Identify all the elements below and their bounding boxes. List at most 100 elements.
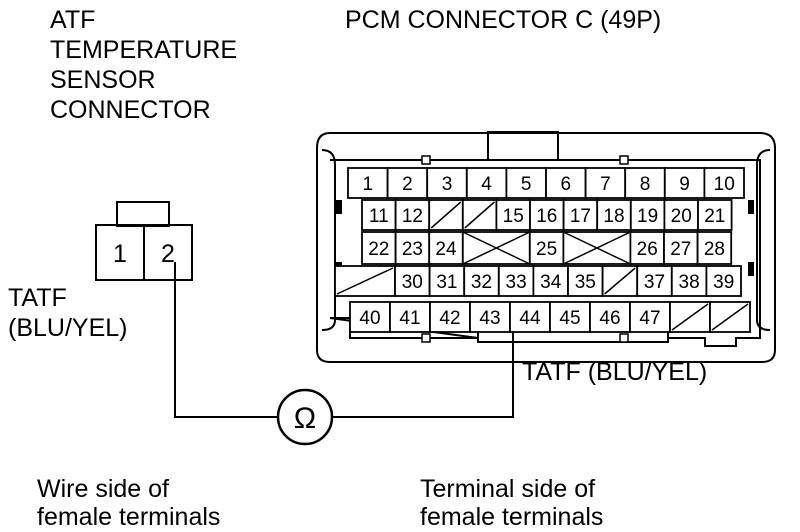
pcm-pin-46: 46	[599, 308, 620, 329]
pcm-terminal-25	[528, 231, 565, 265]
atf-wire-label: (BLU/YEL)	[8, 314, 127, 342]
pcm-top-latch	[487, 131, 559, 161]
pcm-pin-3: 3	[442, 174, 453, 195]
pcm-terminal-1	[347, 167, 389, 199]
pcm-pin-31: 31	[436, 272, 457, 293]
pcm-terminal-21	[697, 199, 733, 231]
pcm-pin-37: 37	[644, 272, 665, 293]
pcm-terminal-10	[703, 167, 745, 199]
test-lead-right	[332, 312, 514, 418]
pcm-pin-30: 30	[402, 272, 423, 293]
pcm-terminal-17	[562, 199, 599, 231]
pcm-pin-10: 10	[714, 174, 735, 195]
pcm-terminal-38	[670, 265, 708, 297]
pcm-pin-24: 24	[435, 239, 457, 260]
pcm-pin-43: 43	[479, 308, 500, 329]
pcm-pin-26: 26	[637, 239, 658, 260]
pcm-pin-47: 47	[639, 308, 660, 329]
wire-side-caption: female terminals	[37, 503, 220, 531]
pcm-pin-25: 25	[536, 239, 557, 260]
pcm-terminal-19	[629, 199, 666, 231]
pcm-terminal-16	[529, 199, 565, 231]
pcm-pin-9: 9	[679, 174, 690, 195]
pcm-terminal-41	[389, 301, 431, 333]
pcm-pin-8: 8	[640, 174, 651, 195]
pcm-pin-41: 41	[399, 308, 420, 329]
pcm-pin-17: 17	[570, 206, 591, 227]
ohmmeter-icon: Ω	[276, 388, 334, 446]
pcm-terminal-23	[394, 231, 431, 265]
pcm-pin-44: 44	[519, 308, 541, 329]
pcm-terminal-9	[663, 167, 706, 199]
pcm-row-1: 1 2 3 4 5 6 7 8 9 10	[347, 167, 745, 199]
pcm-pin-32: 32	[471, 272, 492, 293]
atf-title-line: CONNECTOR	[50, 96, 211, 124]
test-lead-left	[174, 262, 278, 418]
pcm-terminal-12	[394, 199, 431, 231]
terminal-side-caption: female terminals	[420, 503, 603, 531]
pcm-terminal-27	[663, 231, 699, 265]
atf-sensor-title: ATF TEMPERATURE SENSOR CONNECTOR	[50, 6, 237, 124]
pcm-pin-5: 5	[521, 174, 532, 195]
pcm-pin-15: 15	[503, 206, 524, 227]
atf-title-line: TEMPERATURE	[50, 36, 237, 64]
pcm-terminal-2	[386, 167, 429, 199]
pcm-wire-label: TATF (BLU/YEL)	[522, 358, 707, 386]
atf-connector-latch	[116, 201, 170, 227]
pcm-terminal-6	[545, 167, 587, 199]
pcm-pin-33: 33	[506, 272, 527, 293]
pcm-terminal-47	[629, 301, 671, 333]
pcm-pin-34: 34	[540, 272, 562, 293]
pcm-pin-40: 40	[359, 308, 380, 329]
pcm-terminal-42	[429, 301, 471, 333]
atf-sensor-connector: 1 2	[95, 201, 193, 281]
pcm-terminal-45	[549, 301, 591, 333]
ohm-symbol: Ω	[294, 402, 316, 435]
pcm-pin-19: 19	[637, 206, 658, 227]
atf-title-line: SENSOR	[50, 66, 156, 94]
pcm-terminal-4	[465, 167, 508, 199]
atf-pin-2: 2	[161, 240, 175, 268]
pcm-terminal-22	[361, 231, 397, 265]
pcm-terminal-20	[663, 199, 699, 231]
pcm-pin-16: 16	[536, 206, 557, 227]
pcm-pin-7: 7	[600, 174, 611, 195]
terminal-side-caption: Terminal side of	[420, 475, 595, 503]
pcm-pin-4: 4	[481, 174, 492, 195]
pcm-terminal-32	[463, 265, 500, 297]
pcm-terminal-44	[509, 301, 551, 333]
pcm-pin-12: 12	[402, 206, 423, 227]
pcm-pin-27: 27	[670, 239, 691, 260]
pcm-pin-39: 39	[713, 272, 734, 293]
pcm-terminal-5	[505, 167, 547, 199]
pcm-terminal-43	[469, 301, 511, 333]
pcm-terminal-39	[705, 265, 742, 297]
wire-side-caption: Wire side of	[37, 475, 169, 503]
pcm-pin-38: 38	[679, 272, 700, 293]
pcm-terminal-37	[636, 265, 673, 297]
pcm-terminal-35	[567, 265, 604, 297]
pcm-pin-1: 1	[363, 174, 374, 195]
atf-pin-1: 1	[113, 240, 127, 268]
pcm-pin-21: 21	[704, 206, 725, 227]
pcm-pin-23: 23	[402, 239, 423, 260]
pcm-title: PCM CONNECTOR C (49P)	[345, 6, 661, 34]
atf-wire-label: TATF	[8, 284, 67, 312]
pcm-outer-shell	[316, 132, 776, 363]
pcm-pin-22: 22	[368, 239, 389, 260]
pcm-pin-11: 11	[369, 206, 389, 227]
pcm-terminal-30	[394, 265, 431, 297]
pcm-pin-6: 6	[561, 174, 572, 195]
pcm-pin-2: 2	[402, 174, 413, 195]
pcm-pin-20: 20	[671, 206, 692, 227]
pcm-pin-42: 42	[439, 308, 460, 329]
atf-title-line: ATF	[50, 6, 95, 34]
pcm-terminal-7	[584, 167, 627, 199]
pcm-terminal-28	[696, 231, 733, 265]
